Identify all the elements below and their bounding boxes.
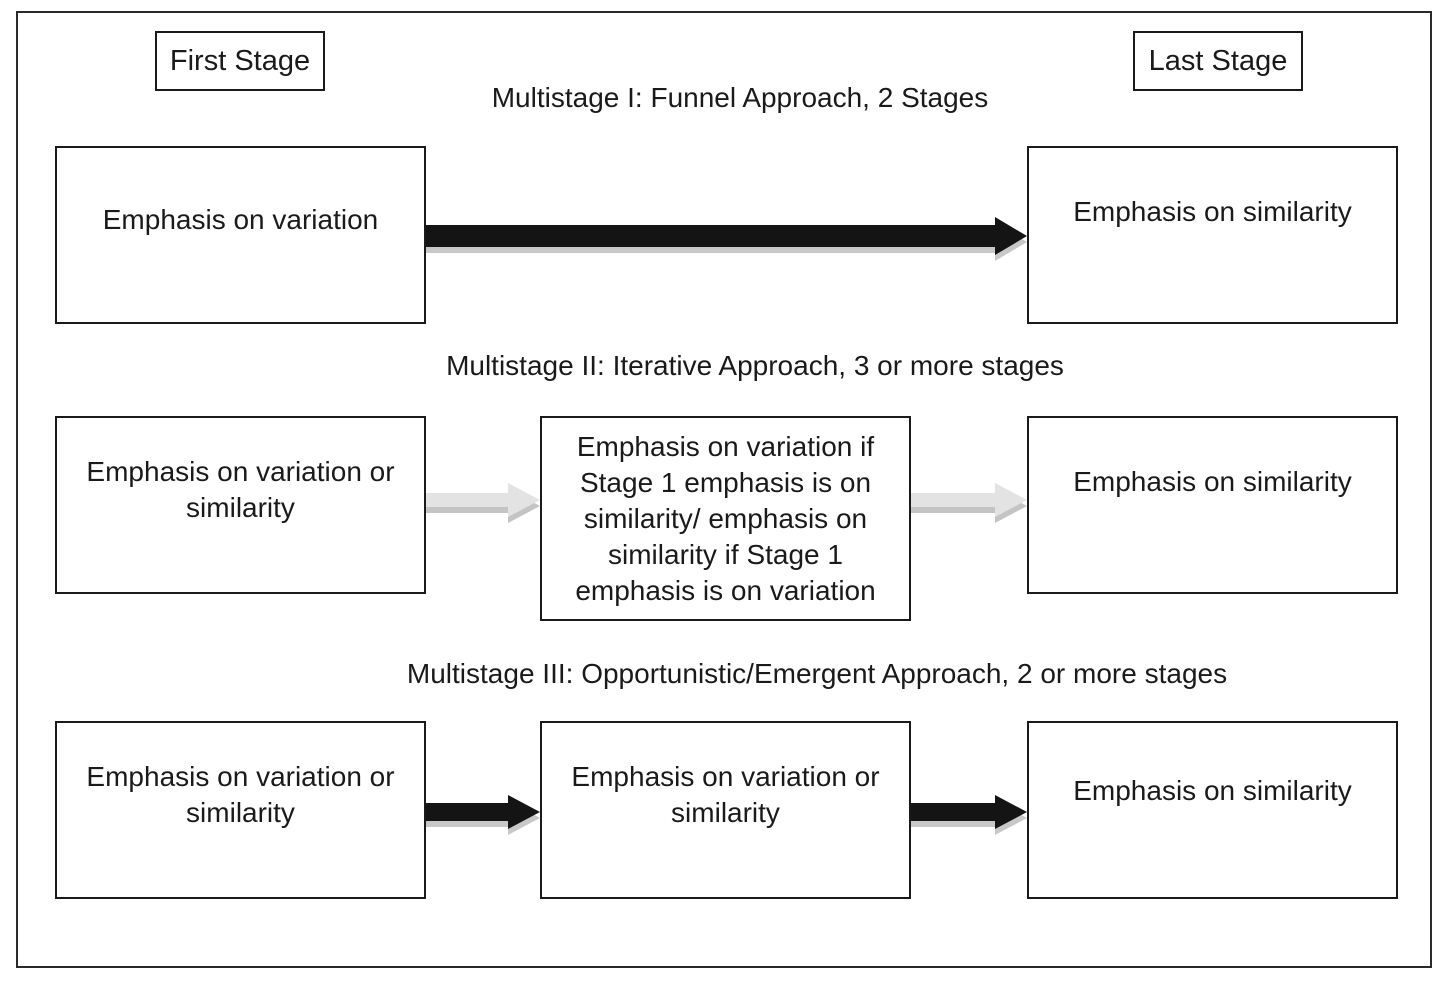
multistage-2-first-box: Emphasis on variation or similarity: [55, 416, 426, 594]
multistage-3-last-box-text: Emphasis on similarity: [1073, 775, 1352, 806]
multistage-1-heading: Multistage I: Funnel Approach, 2 Stages: [491, 82, 989, 113]
multistage-3-first-box-text: Emphasis on variation or similarity: [86, 761, 395, 828]
multistage-3-first-box: Emphasis on variation or similarity: [55, 721, 426, 899]
multistage-2-last-box-text: Emphasis on similarity: [1073, 466, 1352, 497]
multistage-3-arrow-1: [426, 795, 540, 829]
multistage-1-last-box-text: Emphasis on similarity: [1073, 196, 1352, 227]
multistage-2-middle-box-text: Emphasis on variation if Stage 1 emphasi…: [575, 430, 876, 606]
multistage-3-middle-box: Emphasis on variation or similarity: [540, 721, 911, 899]
multistage-2-heading: Multistage II: Iterative Approach, 3 or …: [446, 350, 1064, 381]
multistage-1-first-box: Emphasis on variation: [55, 146, 426, 324]
multistage-2-last-box: Emphasis on similarity: [1027, 416, 1398, 594]
multistage-2-middle-box: Emphasis on variation if Stage 1 emphasi…: [540, 416, 911, 621]
multistage-1-arrow: [426, 217, 1027, 255]
multistage-2-first-box-text: Emphasis on variation or similarity: [86, 456, 395, 523]
multistage-2-arrow-2: [911, 483, 1027, 517]
multistage-3-last-box: Emphasis on similarity: [1027, 721, 1398, 899]
last-stage-label: Last Stage: [1133, 31, 1303, 91]
multistage-3-heading: Multistage III: Opportunistic/Emergent A…: [406, 658, 1228, 689]
multistage-2-arrow-1: [426, 483, 540, 517]
multistage-3-arrow-2: [911, 795, 1027, 829]
multistage-3-middle-box-text: Emphasis on variation or similarity: [571, 761, 880, 828]
multistage-1-first-box-text: Emphasis on variation: [102, 204, 379, 235]
first-stage-label: First Stage: [155, 31, 325, 91]
multistage-1-last-box: Emphasis on similarity: [1027, 146, 1398, 324]
diagram-frame: [16, 11, 1432, 968]
